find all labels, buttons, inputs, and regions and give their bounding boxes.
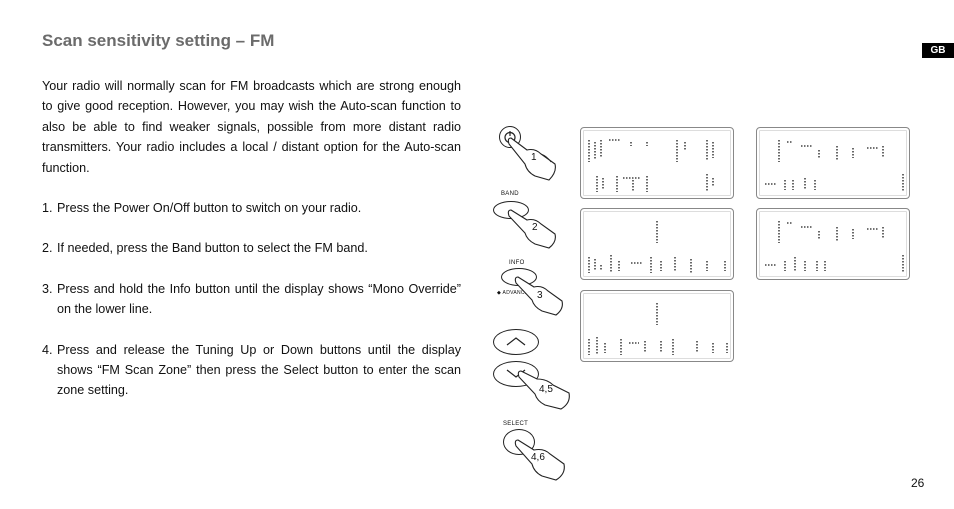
lcd-pixel-text xyxy=(588,303,728,355)
lcd-display-4 xyxy=(756,127,910,199)
hand-step-number: 2 xyxy=(532,222,538,233)
hand-step-number: 3 xyxy=(537,290,543,301)
step-4: 4.Press and release the Tuning Up or Dow… xyxy=(42,342,461,398)
instructions-text: Your radio will normally scan for FM bro… xyxy=(42,76,461,401)
lcd-display-1 xyxy=(580,127,734,199)
pointing-hand-icon xyxy=(507,209,556,249)
pointing-hand-icon xyxy=(514,439,565,481)
hand-step-number: 4,5 xyxy=(539,384,553,395)
tuning-up-button xyxy=(493,329,539,355)
page-title: Scan sensitivity setting – FM xyxy=(42,31,275,50)
lcd-display-3 xyxy=(580,290,734,362)
lcd-pixel-text xyxy=(765,221,904,273)
step-2: 2.If needed, press the Band button to se… xyxy=(42,241,368,256)
pointing-hand-icon xyxy=(514,276,563,316)
info-label: INFO xyxy=(509,260,525,266)
intro-paragraph: Your radio will normally scan for FM bro… xyxy=(42,79,461,175)
step-1: 1.Press the Power On/Off button to switc… xyxy=(42,201,362,216)
band-label: BAND xyxy=(501,191,519,197)
page-number: 26 xyxy=(911,476,925,490)
lcd-pixel-text xyxy=(588,221,726,273)
hand-step-number: 1 xyxy=(531,152,537,163)
pointing-hand-icon xyxy=(517,370,570,410)
hand-step-number: 4,6 xyxy=(531,452,545,463)
chevron-up-icon xyxy=(506,337,526,346)
lcd-pixel-text xyxy=(765,140,904,192)
lcd-pixel-text xyxy=(588,139,714,192)
pointing-hand-icon xyxy=(507,137,556,181)
lcd-display-2 xyxy=(580,208,734,280)
language-badge: GB xyxy=(922,43,954,58)
step-3: 3.Press and hold the Info button until t… xyxy=(42,281,461,317)
lcd-display-5 xyxy=(756,208,910,280)
select-label: SELECT xyxy=(503,421,529,427)
advance-label: ◆ ADVANCE xyxy=(497,290,529,296)
